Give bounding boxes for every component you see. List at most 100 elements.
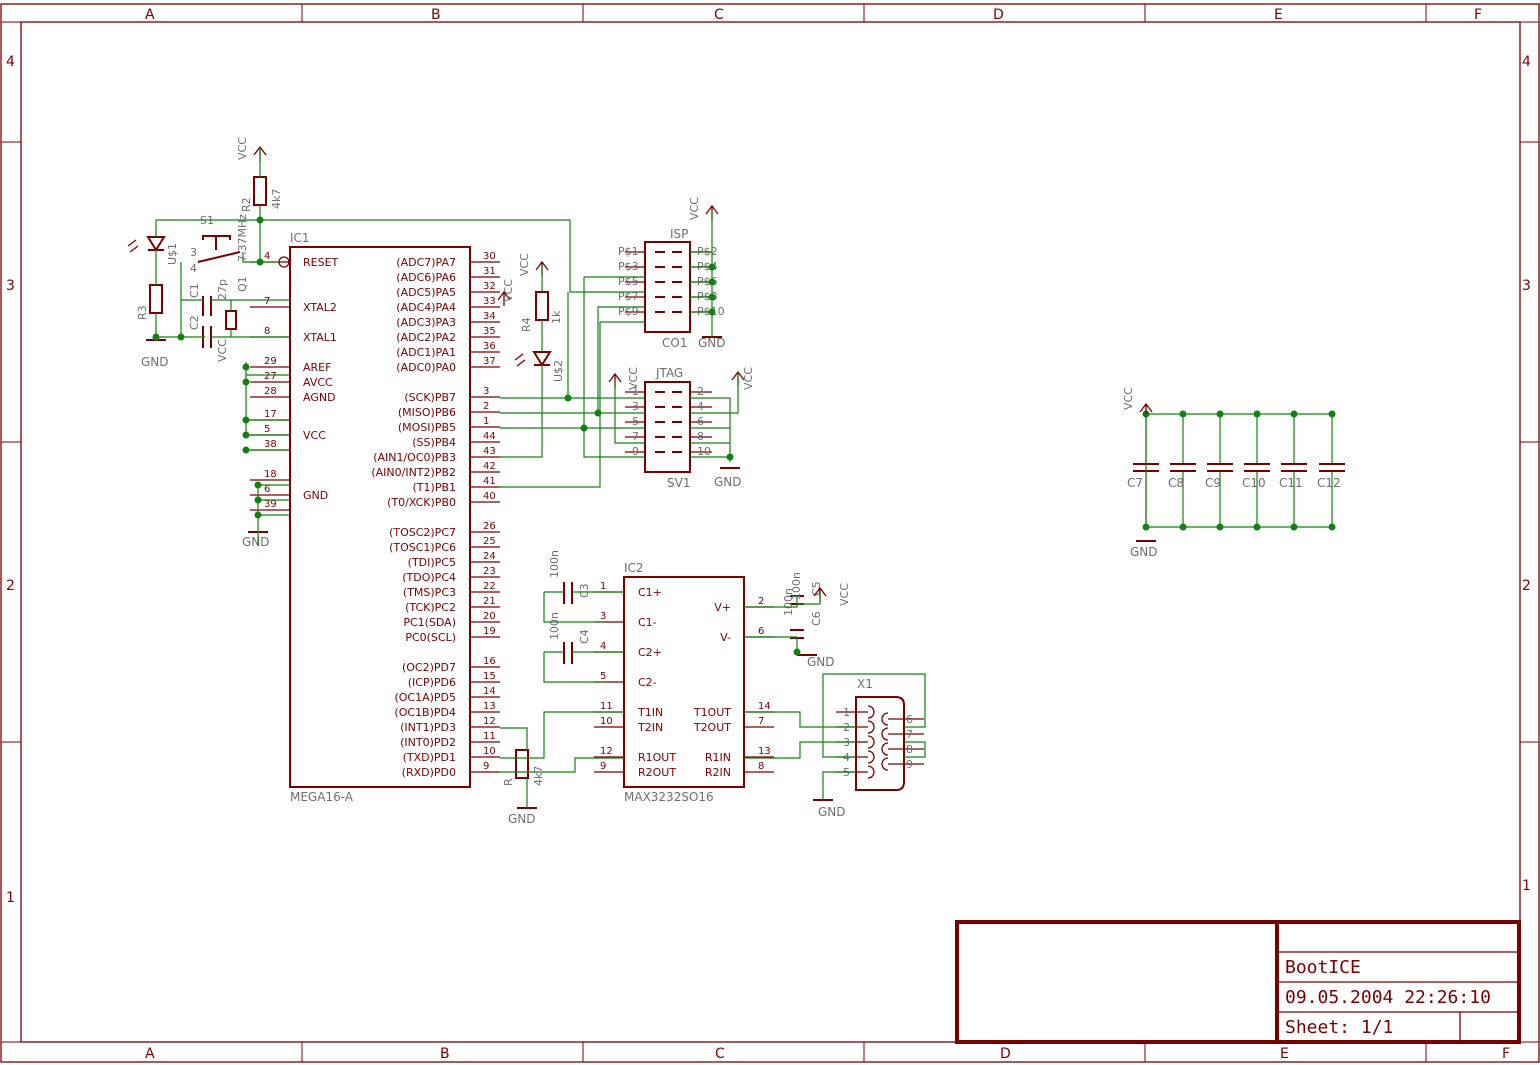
ic2-pin-number: 2 [758, 596, 764, 607]
decoupling-label: C7 [1127, 476, 1143, 490]
resistor-r3[interactable] [149, 284, 163, 314]
x1-pin-contact [867, 720, 875, 734]
column-dividers [1, 4, 1539, 1062]
switch-s1-icon[interactable] [197, 235, 241, 263]
vcc-label: VCC [502, 279, 515, 302]
junction-dot [708, 278, 716, 286]
c3-label: C3 [578, 583, 591, 598]
decoupling-label: C9 [1205, 476, 1221, 490]
capacitor-c4[interactable] [563, 642, 573, 664]
ic2-pin-label: C2- [638, 676, 657, 689]
ic1-pin-label: (ADC2)PA2 [396, 331, 456, 344]
led-u1-icon [146, 236, 166, 252]
r4-label: R4 [520, 317, 533, 332]
db9-shell [855, 696, 905, 791]
decoupling-label: C8 [1168, 476, 1184, 490]
ic2-pin-number: 11 [600, 701, 613, 712]
col-label-a-top: A [145, 7, 155, 23]
isp-name: ISP [670, 227, 688, 241]
ic1-pin-label: GND [303, 489, 328, 502]
title-block: BootICE 09.05.2004 22:26:10 Sheet: 1/1 [955, 920, 1521, 1044]
row-label-1-right: 1 [1522, 878, 1531, 894]
capacitor-c3[interactable] [563, 582, 573, 604]
junction-dot [708, 293, 716, 301]
gnd-label: GND [818, 805, 846, 819]
ic1-pin-number: 1 [483, 416, 489, 427]
jtag-pin-label: 8 [697, 430, 704, 443]
resistor-r[interactable] [515, 749, 529, 779]
ic2-pin-number: 3 [600, 611, 606, 622]
ic1-pin-number: 28 [264, 386, 277, 397]
gnd-label: GND [242, 535, 270, 549]
col-label-e-bottom: E [1280, 1046, 1289, 1062]
ic2-pin-label: V+ [714, 601, 731, 614]
ic1-pin-number: 32 [483, 281, 496, 292]
s1-pin3: 3 [190, 246, 197, 259]
ic1-pin-number: 6 [264, 484, 270, 495]
ic1-pin-number: 38 [264, 439, 277, 450]
r2-label: R2 [240, 197, 253, 212]
col-label-b-bottom: B [440, 1046, 450, 1062]
ic1-pin-label: PC1(SDA) [403, 616, 456, 629]
col-label-c-top: C [714, 7, 724, 23]
ic1-pin-label: (TMS)PC3 [403, 586, 456, 599]
isp-connector[interactable]: ISP CO1 P$1P$2P$3P$4P$5P$6P$7P$8P$9P$10 [618, 227, 725, 350]
x1-pin-contact [881, 727, 889, 741]
crystal-q1[interactable] [225, 310, 237, 330]
gnd-label: GND [698, 336, 726, 350]
jtag-pin-label: 7 [632, 430, 639, 443]
ic1-pin-label: (ADC5)PA5 [396, 286, 456, 299]
junction-dot [242, 363, 250, 371]
jtag-pin-label: 3 [632, 400, 639, 413]
ic1-pin-label: (MOSI)PB5 [398, 421, 456, 434]
capacitor-c1[interactable] [202, 296, 212, 316]
ic1-pin-number: 14 [483, 686, 496, 697]
r4-value: 1k [550, 310, 563, 324]
resistor-r4[interactable] [535, 291, 549, 321]
c1-value: 27p [216, 279, 229, 300]
col-label-a-bottom: A [145, 1046, 155, 1062]
junction-dot [242, 378, 250, 386]
c2-vcc: VCC [216, 339, 229, 362]
ic1-pin-label: AGND [303, 391, 336, 404]
x1-pin-contact [881, 712, 889, 726]
junction-dot [152, 333, 160, 341]
ic2-pin-number: 10 [600, 716, 613, 727]
q1-value: 7.37MHz [236, 214, 249, 262]
x1-pin-contact [867, 750, 875, 764]
ic1-pin-number: 27 [264, 371, 277, 382]
ic1-pin-label: (TOSC1)PC6 [389, 541, 456, 554]
ic2-pin-label: C1- [638, 616, 657, 629]
ic1-pin-number: 24 [483, 551, 496, 562]
resistor-r2[interactable] [253, 176, 267, 206]
junction-dot [708, 263, 716, 271]
ic1-right-pins: 30(ADC7)PA731(ADC6)PA632(ADC5)PA533(ADC4… [371, 251, 500, 779]
x1-pin-number: 7 [906, 728, 913, 741]
ic1-pin-label: (AIN0/INT2)PB2 [371, 466, 456, 479]
ic1-pin-number: 11 [483, 731, 496, 742]
ic1-pin-number: 4 [264, 251, 270, 262]
ic2-pin-label: T1OUT [693, 706, 731, 719]
ic1-pin-number: 16 [483, 656, 496, 667]
jtag-name: JTAG [655, 366, 683, 380]
ic1-pin-label: AREF [303, 361, 331, 374]
ic1-pin-label: (MISO)PB6 [398, 406, 456, 419]
ic2-pin-label: C2+ [638, 646, 662, 659]
ic1-pin-label: (ADC1)PA1 [396, 346, 456, 359]
ic2-name: IC2 [624, 561, 644, 575]
r2-value: 4k7 [270, 189, 283, 209]
ic1-pin-label: (SS)PB4 [412, 436, 456, 449]
ic1-pin-label: (TDO)PC4 [402, 571, 456, 584]
ic1-pin-label: (OC1A)PD5 [394, 691, 456, 704]
ic2-pin-number: 4 [600, 641, 606, 652]
ic1-pin-number: 15 [483, 671, 496, 682]
ic2-pin-number: 6 [758, 626, 764, 637]
isp-pin-label: P$7 [618, 290, 639, 303]
col-label-f-bottom: F [1502, 1046, 1510, 1062]
